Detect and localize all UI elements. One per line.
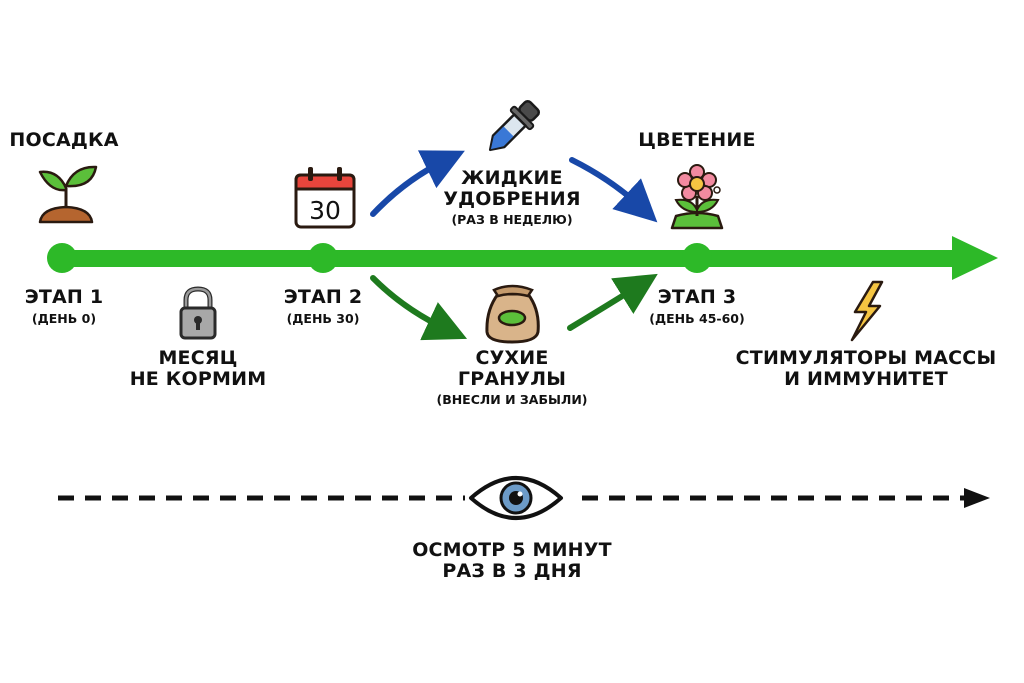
inspection-arrowhead xyxy=(964,488,990,508)
stage-2-day: (ДЕНЬ 30) xyxy=(286,311,360,327)
stage-3-label: ЭТАП 3 (ДЕНЬ 45-60) xyxy=(628,286,766,327)
calendar-number: 30 xyxy=(309,196,341,225)
stage-3-title: ЭТАП 3 xyxy=(657,286,737,308)
inspection-line xyxy=(58,488,990,508)
no-feed-label: МЕСЯЦ НЕ КОРМИМ xyxy=(118,347,278,391)
liquid-fertilizer-label: ЖИДКИЕ УДОБРЕНИЯ (РАЗ В НЕДЕЛЮ) xyxy=(432,167,592,227)
stage-1-dot xyxy=(47,243,77,273)
stage-2-label: ЭТАП 2 (ДЕНЬ 30) xyxy=(263,286,383,327)
stage-1-title: ЭТАП 1 xyxy=(24,286,104,308)
liquid-arrow-down xyxy=(569,157,658,223)
stage-3-day: (ДЕНЬ 45-60) xyxy=(649,311,745,327)
inspection-line-1: ОСМОТР 5 МИНУТ xyxy=(412,539,612,561)
liquid-arrow-up xyxy=(370,150,465,217)
lock-icon xyxy=(179,286,217,340)
inspection-label: ОСМОТР 5 МИНУТ РАЗ В 3 ДНЯ xyxy=(392,539,632,583)
stage-1-day: (ДЕНЬ 0) xyxy=(31,311,97,327)
planting-label: ПОСАДКА xyxy=(9,129,119,151)
dry-arrow-down xyxy=(370,275,468,341)
dry-note: (ВНЕСЛИ И ЗАБЫЛИ) xyxy=(436,391,588,407)
no-feed-line-1: МЕСЯЦ xyxy=(158,347,238,369)
liquid-line-1: ЖИДКИЕ xyxy=(461,167,563,189)
flowering-label: ЦВЕТЕНИЕ xyxy=(638,129,756,151)
stimulators-label: СТИМУЛЯТОРЫ МАССЫ И ИММУНИТЕТ xyxy=(728,347,1004,391)
timeline-arrowhead xyxy=(952,236,998,280)
stage-2-title: ЭТАП 2 xyxy=(283,286,363,308)
liquid-line-2: УДОБРЕНИЯ xyxy=(443,188,581,211)
stage-3-dot xyxy=(682,243,712,273)
calendar-icon: 30 xyxy=(294,167,356,229)
dropper-icon xyxy=(488,100,540,152)
dry-line-2: ГРАНУЛЫ xyxy=(457,368,567,391)
timeline-bar xyxy=(60,250,960,267)
sprout-icon xyxy=(38,165,98,224)
eye-icon xyxy=(469,476,563,520)
flower-icon xyxy=(670,164,724,230)
liquid-note: (РАЗ В НЕДЕЛЮ) xyxy=(451,211,573,227)
dry-line-1: СУХИЕ xyxy=(475,347,549,369)
lightning-icon xyxy=(850,280,884,342)
stage-1-label: ЭТАП 1 (ДЕНЬ 0) xyxy=(4,286,124,327)
stimulators-line-1: СТИМУЛЯТОРЫ МАССЫ xyxy=(735,347,997,369)
stage-2-dot xyxy=(308,243,338,273)
stimulators-line-2: И ИММУНИТЕТ xyxy=(784,368,948,391)
no-feed-line-2: НЕ КОРМИМ xyxy=(129,368,267,391)
main-timeline xyxy=(47,236,998,280)
fertilizer-bag-icon xyxy=(485,284,540,344)
dry-arrow-up xyxy=(567,273,658,331)
dry-granules-label: СУХИЕ ГРАНУЛЫ (ВНЕСЛИ И ЗАБЫЛИ) xyxy=(422,347,602,407)
inspection-line-2: РАЗ В 3 ДНЯ xyxy=(442,560,582,583)
